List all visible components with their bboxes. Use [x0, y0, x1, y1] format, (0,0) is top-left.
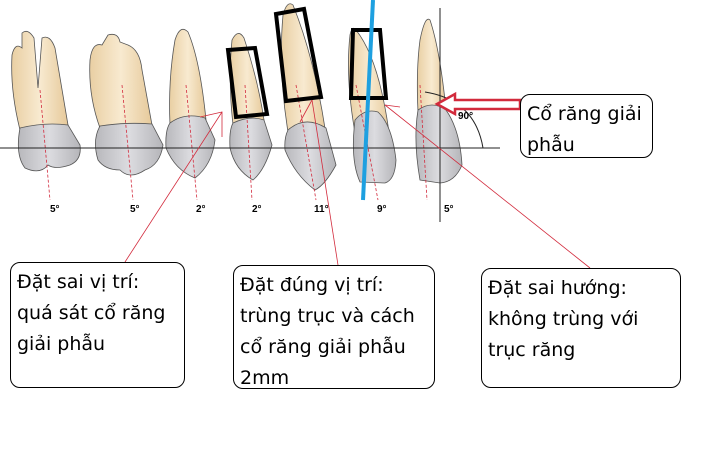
callout-wrong-direction: Đặt sai hướng: không trùng với trục răng — [481, 268, 681, 388]
leader-lines — [124, 99, 591, 269]
callout-wrong-position: Đặt sai vị trí: quá sát cổ răng giải phẫ… — [10, 262, 185, 388]
callout-correct-position: Đặt đúng vị trí: trùng trục và cách cổ r… — [233, 265, 435, 389]
correct-position-frame — [273, 6, 324, 104]
angle-labels: 5° 5° 2° 2° 11° 9° 5° — [50, 204, 454, 215]
tooth-molar-2 — [89, 33, 164, 176]
right-angle-label: 90° — [458, 111, 473, 122]
angle-label: 11° — [314, 204, 329, 215]
tooth-molar-1 — [11, 30, 81, 172]
wrong-direction-axis — [361, 0, 375, 201]
neck-arrow-icon — [434, 91, 522, 117]
tooth-premolar-2 — [229, 33, 273, 181]
tooth-central-incisor — [415, 18, 463, 184]
wrong-position-frame — [225, 45, 270, 120]
tooth-axes — [39, 84, 428, 201]
angle-label: 5° — [50, 204, 60, 215]
callout-anatomic-neck: Cổ răng giải phẫu — [520, 94, 653, 158]
angle-label: 2° — [252, 204, 262, 215]
angle-label: 9° — [377, 204, 387, 215]
angle-label: 2° — [196, 204, 206, 215]
angle-label: 5° — [130, 204, 140, 215]
tooth-premolar-1 — [165, 28, 216, 179]
angle-label: 5° — [444, 204, 454, 215]
